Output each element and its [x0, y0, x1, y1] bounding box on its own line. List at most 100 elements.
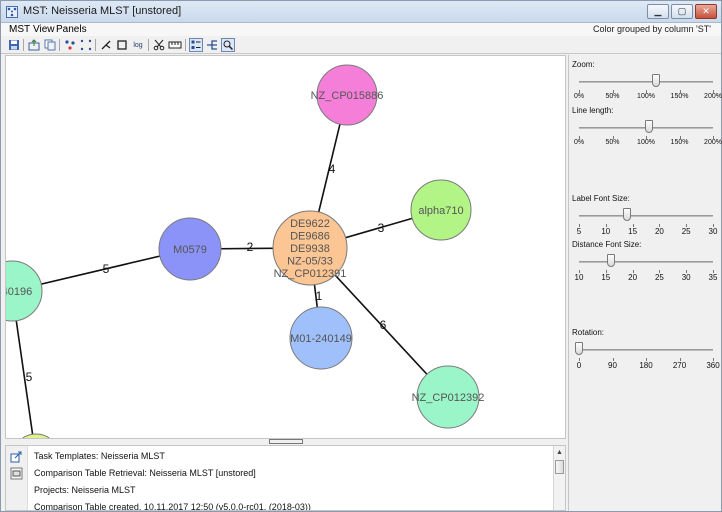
- distance-font-size-label: Distance Font Size:: [572, 240, 642, 249]
- tick-label: 150%: [670, 139, 689, 146]
- slider-thumb[interactable]: [645, 120, 654, 133]
- toolbar: log: [1, 37, 721, 54]
- tick-label: 15: [601, 273, 611, 282]
- mst-edge-label: 5: [26, 370, 33, 384]
- maximize-button[interactable]: ▢: [671, 4, 693, 19]
- controls-panel: Zoom:0%50%100%150%200%Line length:0%50%1…: [568, 55, 722, 511]
- color-group-note: Color grouped by column 'ST': [593, 24, 711, 34]
- mst-node[interactable]: M0579: [158, 217, 222, 281]
- mst-node-circle[interactable]: [158, 217, 222, 281]
- scroll-up-icon[interactable]: ▲: [556, 449, 563, 456]
- label-font-size-label: Label Font Size:: [572, 194, 630, 203]
- ruler-icon[interactable]: [168, 38, 182, 52]
- mst-node-label: -240196: [6, 286, 32, 298]
- tick-label: 20: [628, 273, 638, 282]
- mst-edge-label: 2: [247, 240, 254, 254]
- slider-thumb[interactable]: [607, 254, 616, 267]
- menu-bar: MST View Panels Color grouped by column …: [1, 23, 721, 36]
- export-icon[interactable]: [27, 38, 41, 52]
- menu-view[interactable]: View: [33, 24, 55, 35]
- mst-edge-label: 3: [378, 221, 385, 235]
- mst-node-circle[interactable]: [289, 306, 353, 370]
- mst-node-circle[interactable]: [12, 433, 60, 439]
- log-entry: Task Templates: Neisseria MLST: [34, 451, 165, 461]
- tick-label: 200%: [704, 139, 722, 146]
- copy-icon[interactable]: [43, 38, 57, 52]
- mst-node-label: M01-240149: [290, 333, 352, 345]
- scroll-thumb[interactable]: [555, 460, 564, 474]
- tick-label: 20: [654, 227, 664, 236]
- mst-node[interactable]: NZ_CP015886: [311, 64, 384, 126]
- save-icon[interactable]: [7, 38, 21, 52]
- scatter-icon[interactable]: [79, 38, 93, 52]
- log-entry: Projects: Neisseria MLST: [34, 485, 136, 495]
- line-length-slider[interactable]: [579, 120, 713, 136]
- mst-node-circle[interactable]: [316, 64, 378, 126]
- mst-edge-label: 1: [316, 289, 323, 303]
- tick-label: 35: [708, 273, 718, 282]
- log-scale-icon[interactable]: log: [133, 41, 143, 49]
- mst-graph[interactable]: NZ_CP015886 alpha710 DE9622DE9686DE9938NZ-…: [6, 56, 566, 439]
- mst-node-circle[interactable]: [416, 365, 480, 429]
- tick-label: 0: [576, 361, 582, 370]
- menu-panels[interactable]: Panels: [56, 24, 87, 35]
- mst-node-label: DE9938: [290, 243, 330, 255]
- mst-node-label: DE9686: [290, 231, 330, 243]
- tick-label: 0%: [573, 93, 585, 100]
- log-entry: Comparison Table Retrieval: Neisseria ML…: [34, 468, 256, 478]
- mst-node-circle[interactable]: [272, 210, 348, 286]
- title-bar[interactable]: MST: Neisseria MLST [unstored] ▁ ▢ ✕: [1, 1, 721, 23]
- mst-node[interactable]: NZ_CP012392: [412, 365, 485, 429]
- tick-label: 100%: [637, 93, 655, 100]
- branch-icon[interactable]: [99, 38, 113, 52]
- tree-icon[interactable]: [205, 38, 219, 52]
- mst-node[interactable]: -240196: [6, 260, 43, 322]
- slider-thumb[interactable]: [575, 342, 583, 355]
- mst-node[interactable]: M01-240149: [289, 306, 353, 370]
- layout-icon[interactable]: [63, 38, 77, 52]
- mst-node-label: alpha710: [418, 205, 463, 217]
- mst-edge-label: 4: [329, 162, 336, 176]
- zoom-label: Zoom:: [572, 60, 595, 69]
- mst-node-circle[interactable]: [410, 179, 472, 241]
- slider-thumb[interactable]: [623, 208, 632, 221]
- tick-label: 200%: [704, 93, 722, 100]
- mst-edge-label: 5: [103, 262, 110, 276]
- slider-thumb[interactable]: [652, 74, 661, 87]
- mst-node-label: NZ_CP015886: [311, 90, 384, 102]
- cut-icon[interactable]: [152, 38, 166, 52]
- box-icon[interactable]: [115, 38, 129, 52]
- legend-icon[interactable]: [189, 38, 203, 52]
- tick-label: 100%: [637, 139, 655, 146]
- tick-label: 10: [574, 273, 584, 282]
- log-scrollbar[interactable]: ▲: [553, 446, 565, 510]
- tick-label: 30: [708, 227, 718, 236]
- menu-mst[interactable]: MST: [9, 24, 31, 35]
- tick-label: 90: [608, 361, 617, 370]
- mst-node[interactable]: alpha710: [410, 179, 472, 241]
- rotation-slider[interactable]: [575, 342, 713, 358]
- app-icon: [6, 6, 18, 18]
- tick-label: 10: [601, 227, 611, 236]
- distance-font-size-slider[interactable]: [579, 254, 713, 270]
- mst-node-label: NZ_CP012391: [274, 268, 347, 280]
- tick-label: 180: [639, 361, 653, 370]
- log-entry: Comparison Table created. 10.11.2017 12:…: [34, 502, 311, 511]
- line-length-label: Line length:: [572, 106, 614, 115]
- mst-node-label: DE9622: [290, 218, 330, 230]
- tick-label: 5: [576, 227, 582, 236]
- mst-node-circle[interactable]: [6, 260, 43, 322]
- panel-splitter[interactable]: [269, 439, 303, 444]
- zoom-icon[interactable]: [221, 38, 235, 52]
- minimize-button[interactable]: ▁: [647, 4, 669, 19]
- tick-label: 270: [672, 361, 687, 370]
- close-button[interactable]: ✕: [695, 4, 717, 19]
- label-font-size-slider[interactable]: [579, 208, 713, 224]
- tick-label: 360: [706, 361, 720, 370]
- mst-node[interactable]: [12, 433, 60, 439]
- zoom-slider[interactable]: [579, 74, 713, 90]
- tick-label: 0%: [573, 139, 585, 146]
